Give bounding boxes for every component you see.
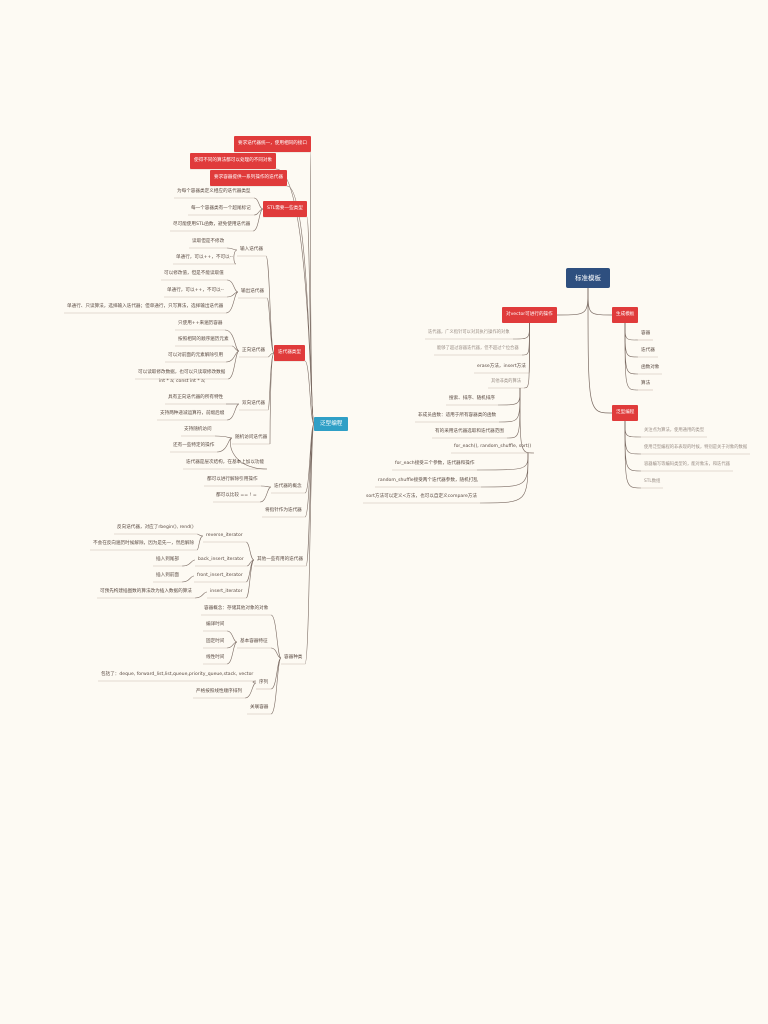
forward-read-write: 可以读取修改数据，也可以只读取修改数据 (138, 370, 226, 375)
algo-sort: sort方法可以定义<方法，也可以自定义compare方法 (366, 494, 477, 499)
stl-req-unified-interface[interactable]: 要求迭代器统一，使用相同的接口 (234, 136, 311, 152)
generic-stl-array: STL数组 (644, 479, 661, 484)
iterator-hierarchy: 迭代器是层次结构，在基本上加以功能 (186, 460, 265, 465)
sequence[interactable]: 序列 (259, 680, 269, 685)
back-insert-tail: 插入到尾部 (156, 557, 179, 562)
insert-convert: 可预先构建插图数的算法改为插入数据的算法 (100, 589, 192, 594)
forward-deref: 可以对前面的元素解除引用 (168, 353, 224, 358)
iterator-concept[interactable]: 迭代器的概念 (274, 484, 302, 489)
root-generic-programming[interactable]: 泛型编程 (314, 417, 349, 431)
vector-erase-insert: erase方法，insert方法 (477, 364, 526, 369)
associative-container[interactable]: 关联容器 (250, 705, 269, 710)
bidir-decrement: 支持两种递减运算符，前缀后缀 (160, 411, 225, 416)
random-access-iterator[interactable]: 随机访问迭代器 (235, 435, 268, 440)
stl-req-iterator-type: 为每个容器类定义相应的迭代器类型 (177, 189, 251, 194)
linear-time: 线性时间 (206, 655, 225, 660)
iterator-types[interactable]: 迭代器类型 (274, 345, 305, 361)
generic-focus-algorithm: 关注点为算法，使用通用的类型 (644, 428, 705, 433)
input-single-pass: 单通行，可以++，不可以-- (176, 255, 233, 260)
concept-compare: 都可以比较 == ! = (216, 493, 257, 498)
other-useful-iterators[interactable]: 其他一些有用的迭代器 (257, 557, 303, 562)
algo-search-sort: 搜索、排序、随机排序 (449, 396, 495, 401)
stl-req-iterator-ops[interactable]: 要求容器提供一系列操作的迭代器 (210, 170, 287, 186)
back-insert-iterator[interactable]: back_insert_iterator (198, 557, 244, 562)
stl-iterators: 迭代器 (641, 348, 655, 353)
algo-random-shuffle: random_shuffle接受两个迭代器参数，随机打乱 (378, 478, 478, 483)
stl-algorithms: 算法 (641, 381, 651, 386)
generic-data-note: 使用泛型编程的非表现的时候，特别是关于对象的数据 (644, 445, 748, 450)
bidir-forward-features: 具有正向迭代器的所有特性 (168, 395, 224, 400)
reverse-rbegin: 反向迭代器，对应了rbegin(), rend() (117, 525, 194, 530)
vector-range: 能够了超过容器迭代器，但不超过个位合器 (437, 346, 519, 351)
algo-iterator-range: 有的采用迭代器选取和迭代器范围 (435, 429, 504, 434)
output-write-only: 可以修改值，但是不能读取值 (164, 271, 224, 276)
front-insert-iterator[interactable]: front_insert_iterator (197, 573, 243, 578)
insert-iterator[interactable]: insert_iterator (210, 589, 243, 594)
basic-container-features[interactable]: 基本容器特征 (240, 639, 268, 644)
generic-container-note: 容器编写等编码类型的，能对象法，和迭代器 (644, 462, 730, 467)
pointer-as-iterator[interactable]: 将指针作为迭代器 (265, 508, 302, 513)
generic-programming[interactable]: 泛型编程 (612, 405, 639, 421)
vector-iterator-def: 迭代器，广义指针可以对其执行操作的对象 (428, 330, 510, 335)
sequence-members: 包括了：deque, forward_list,list,queue,prior… (101, 672, 254, 677)
output-single-pass: 单通行，可以++，不可以-- (167, 288, 224, 293)
compile-time: 编译时间 (206, 622, 225, 627)
bidirectional-iterator[interactable]: 双向迭代器 (242, 401, 265, 406)
stl-containers: 容器 (641, 331, 651, 336)
container-concept: 容器概念：存储其他对象的对象 (204, 606, 269, 611)
vector-other-algorithms: 其他非类的算法 (491, 379, 522, 384)
random-access: 支持随机访问 (184, 427, 212, 432)
algo-for-each: for_each接受三个参数，迭代器和操作 (395, 461, 475, 466)
input-iterator[interactable]: 输入迭代器 (240, 247, 263, 252)
constant-time: 固定时间 (206, 639, 225, 644)
algo-functions: for_each(), random_shuffle, sort() (454, 444, 532, 449)
output-iterator[interactable]: 输出迭代器 (241, 289, 264, 294)
random-specific-ops: 还有一些特定的操作 (173, 443, 215, 448)
root-standard-template[interactable]: 标准模板 (566, 268, 610, 288)
reverse-deref-note: 不会在反向遍历时候解除，因为是先一，然后解除 (93, 541, 195, 546)
algo-nonmember: 非成员函数：适用于所有容器类的函数 (418, 413, 497, 418)
input-read-only: 读取但是不修改 (192, 239, 225, 244)
stl-req-past-end: 每一个容器类有一个超尾标记 (191, 206, 251, 211)
front-insert-head: 插入到前面 (156, 573, 179, 578)
stl-needs-types[interactable]: STL需要一些类型 (263, 201, 307, 217)
forward-example: int * a; const int * a; (159, 379, 206, 384)
forward-increment: 只使用++来遍历容器 (178, 321, 223, 326)
stl-req-use-stl: 尽可能使用STL函数，避免使用迭代器 (173, 222, 251, 227)
forward-iterator[interactable]: 正向迭代器 (242, 348, 265, 353)
vector-operations[interactable]: 对vector可进行的操作 (502, 307, 557, 323)
stl-function-objects: 函数对象 (641, 365, 660, 370)
container-types[interactable]: 容器种类 (284, 655, 303, 660)
sequence-linear: 严格按照线性顺序排列 (196, 689, 242, 694)
forward-same-order: 按照相同的顺序遍历元素 (178, 337, 229, 342)
output-choice: 单通行、只读算法，选择输入迭代器；但单通行，只写算法，选择输出迭代器 (67, 304, 224, 309)
stl-req-different-objects[interactable]: 使得不同的算法都可以处理的不同对象 (190, 153, 277, 169)
reverse-iterator[interactable]: reverse_iterator (206, 533, 243, 538)
concept-deref: 都可以进行解除引用操作 (207, 477, 258, 482)
generate-template[interactable]: 生成模板 (612, 307, 639, 323)
